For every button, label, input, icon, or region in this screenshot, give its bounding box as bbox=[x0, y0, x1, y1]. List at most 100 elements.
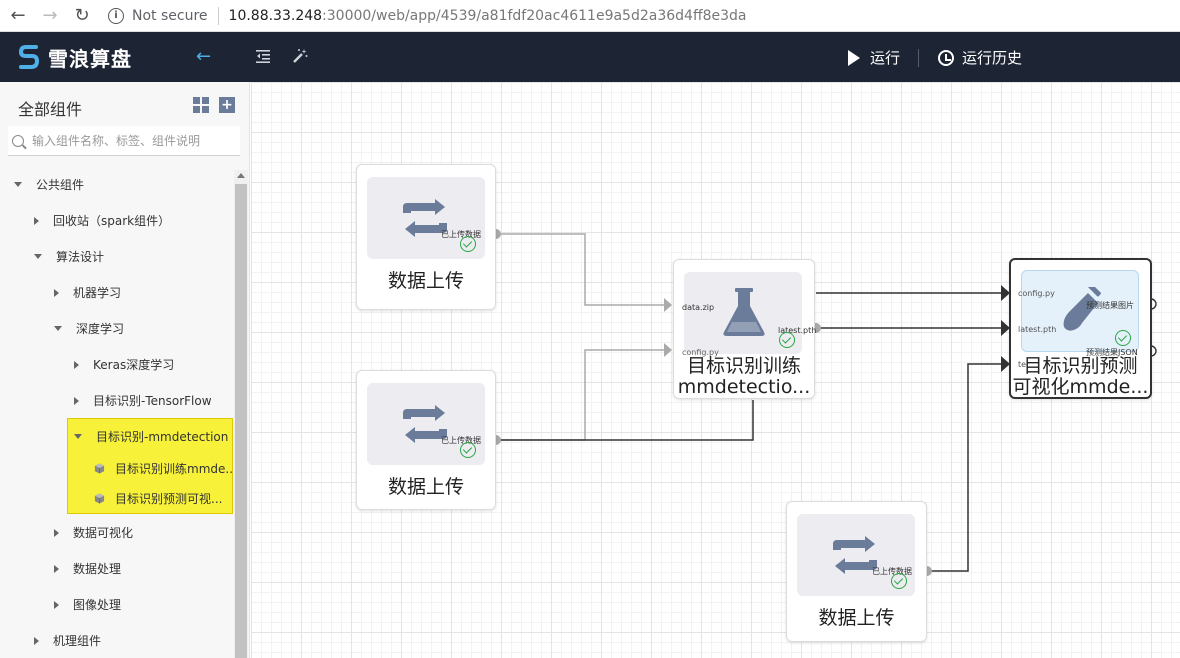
logo-s-icon bbox=[18, 45, 40, 69]
run-button[interactable]: 运行 bbox=[848, 47, 900, 68]
sidebar-scrollbar[interactable] bbox=[234, 170, 248, 658]
add-component-icon[interactable]: + bbox=[219, 97, 235, 113]
search-icon bbox=[12, 134, 24, 147]
node-title: 数据上传 bbox=[818, 607, 895, 629]
scroll-up-icon[interactable] bbox=[237, 173, 245, 178]
port-label-out: 已上传数据 bbox=[872, 567, 912, 576]
search-input[interactable] bbox=[32, 133, 232, 148]
wire-upload2-train bbox=[496, 349, 664, 441]
play-icon bbox=[848, 49, 860, 66]
node-title-line1: 目标识别预测 bbox=[1023, 355, 1138, 377]
forward-arrow-icon[interactable]: → bbox=[42, 5, 58, 26]
wire-upload2-predict bbox=[496, 400, 754, 441]
caret-down-icon bbox=[54, 326, 62, 331]
sync-arrows-icon bbox=[833, 536, 877, 574]
collapse-arrow-icon[interactable]: ← bbox=[196, 46, 212, 67]
url-path: :30000/web/app/4539/a81fdf20ac4611e9a5d2… bbox=[322, 7, 747, 24]
node-title-line2: mmdetectio... bbox=[677, 376, 811, 398]
caret-right-icon bbox=[74, 396, 79, 405]
port-label-in: config.py bbox=[1018, 289, 1055, 298]
header-divider bbox=[918, 49, 919, 67]
component-search bbox=[8, 126, 240, 156]
run-label: 运行 bbox=[870, 49, 901, 67]
test-tube-icon bbox=[1063, 287, 1102, 331]
magic-wand-icon[interactable] bbox=[292, 48, 308, 68]
tree-item-tensorflow[interactable]: 目标识别-TensorFlow bbox=[74, 392, 212, 409]
port-label-out: latest.pth bbox=[778, 326, 817, 335]
sidebar-title: 全部组件 bbox=[18, 100, 83, 119]
success-check-icon bbox=[891, 573, 907, 589]
node-title: 数据上传 bbox=[387, 476, 464, 498]
flask-icon bbox=[723, 288, 765, 336]
tree-item-train-mmdet[interactable]: 目标识别训练mmde... bbox=[94, 460, 237, 477]
wire-upload1-train bbox=[496, 233, 664, 306]
reload-icon[interactable]: ↻ bbox=[74, 5, 90, 26]
node-title-line1: 目标识别训练 bbox=[686, 355, 801, 377]
wire-arrow bbox=[664, 298, 672, 312]
port-label-out: 预测结果图片 bbox=[1086, 301, 1134, 310]
logo-text: 雪浪算盘 bbox=[48, 46, 132, 71]
node-train-mmdetection[interactable]: data.zip config.py latest.pth 目标识别训练 mmd… bbox=[673, 259, 817, 399]
node-data-upload-3[interactable]: 已上传数据 数据上传 bbox=[786, 501, 927, 642]
back-arrow-icon[interactable]: ← bbox=[10, 5, 26, 26]
success-check-icon bbox=[1115, 330, 1131, 346]
caret-right-icon bbox=[54, 600, 59, 609]
node-title: 数据上传 bbox=[387, 270, 464, 292]
tree-item-public[interactable]: 公共组件 bbox=[14, 176, 84, 193]
info-icon[interactable]: i bbox=[108, 7, 124, 24]
tree-item-keras[interactable]: Keras深度学习 bbox=[74, 356, 174, 373]
run-history-button[interactable]: 运行历史 bbox=[938, 47, 1022, 68]
caret-down-icon bbox=[34, 254, 42, 259]
tree-item-predict-mmdet[interactable]: 目标识别预测可视... bbox=[94, 490, 222, 507]
caret-right-icon bbox=[54, 288, 59, 297]
tree-item-mmdetection[interactable]: 目标识别-mmdetection bbox=[74, 428, 228, 445]
success-check-icon bbox=[779, 332, 795, 348]
node-title-line2: 可视化mmde... bbox=[1012, 376, 1149, 398]
sync-arrows-icon bbox=[403, 199, 447, 237]
address-bar[interactable]: i Not secure 10.88.33.248:30000/web/app/… bbox=[108, 6, 747, 25]
app-logo[interactable]: 雪浪算盘 bbox=[18, 43, 132, 72]
caret-right-icon bbox=[54, 564, 59, 573]
caret-right-icon bbox=[54, 528, 59, 537]
tree-item-visualization[interactable]: 数据可视化 bbox=[54, 524, 133, 541]
scrollbar-thumb[interactable] bbox=[235, 184, 247, 658]
clock-icon bbox=[938, 49, 954, 66]
tree-item-data-processing[interactable]: 数据处理 bbox=[54, 560, 121, 577]
not-secure-label: Not secure bbox=[132, 7, 208, 24]
port-label-out: 已上传数据 bbox=[441, 436, 481, 445]
wire-arrow bbox=[664, 343, 672, 357]
outdent-icon[interactable] bbox=[256, 48, 270, 67]
node-predict-mmdetection[interactable]: config.py latest.pth te 预测结果图片 预测结果JSON … bbox=[1009, 258, 1152, 399]
node-title: 目标识别训练 mmdetectio... bbox=[674, 356, 814, 398]
port-label-in: latest.pth bbox=[1018, 325, 1057, 334]
browser-toolbar: ← → ↻ i Not secure 10.88.33.248:30000/we… bbox=[0, 0, 1180, 32]
workflow-canvas[interactable]: 已上传数据 数据上传 已上传数据 数据上传 data.zip config.py… bbox=[251, 82, 1180, 658]
tree-item-dl[interactable]: 深度学习 bbox=[54, 320, 124, 337]
caret-down-icon bbox=[74, 434, 82, 439]
caret-down-icon bbox=[14, 182, 22, 187]
tree-item-ml[interactable]: 机器学习 bbox=[54, 284, 121, 301]
tree-item-image-processing[interactable]: 图像处理 bbox=[54, 596, 121, 613]
app-header: 雪浪算盘 ← 运行 运行历史 bbox=[0, 32, 1180, 82]
port-label-out: 已上传数据 bbox=[441, 230, 481, 239]
run-history-label: 运行历史 bbox=[962, 49, 1023, 67]
caret-right-icon bbox=[74, 360, 79, 369]
node-data-upload-2[interactable]: 已上传数据 数据上传 bbox=[356, 370, 496, 510]
node-icon-tile bbox=[684, 272, 802, 354]
caret-right-icon bbox=[34, 216, 39, 225]
success-check-icon bbox=[460, 442, 476, 458]
wire-upload3-predict bbox=[927, 363, 1001, 572]
caret-right-icon bbox=[34, 636, 39, 645]
success-check-icon bbox=[460, 236, 476, 252]
grid-view-icon[interactable] bbox=[193, 97, 209, 113]
component-sidebar: 全部组件 + 公共组件 回收站（spark组件） 算法设计 机器学习 深度学习 … bbox=[0, 82, 250, 658]
tree-item-algorithm[interactable]: 算法设计 bbox=[34, 248, 104, 265]
port-label-in: data.zip bbox=[682, 303, 715, 312]
node-title: 目标识别预测 可视化mmde... bbox=[1011, 356, 1150, 398]
selection-highlight bbox=[67, 418, 233, 514]
url-host: 10.88.33.248 bbox=[228, 7, 323, 24]
tree-item-recycle[interactable]: 回收站（spark组件） bbox=[34, 212, 170, 229]
tree-item-mechanism[interactable]: 机理组件 bbox=[34, 632, 101, 649]
url-divider bbox=[217, 6, 219, 25]
node-data-upload-1[interactable]: 已上传数据 数据上传 bbox=[356, 164, 496, 310]
